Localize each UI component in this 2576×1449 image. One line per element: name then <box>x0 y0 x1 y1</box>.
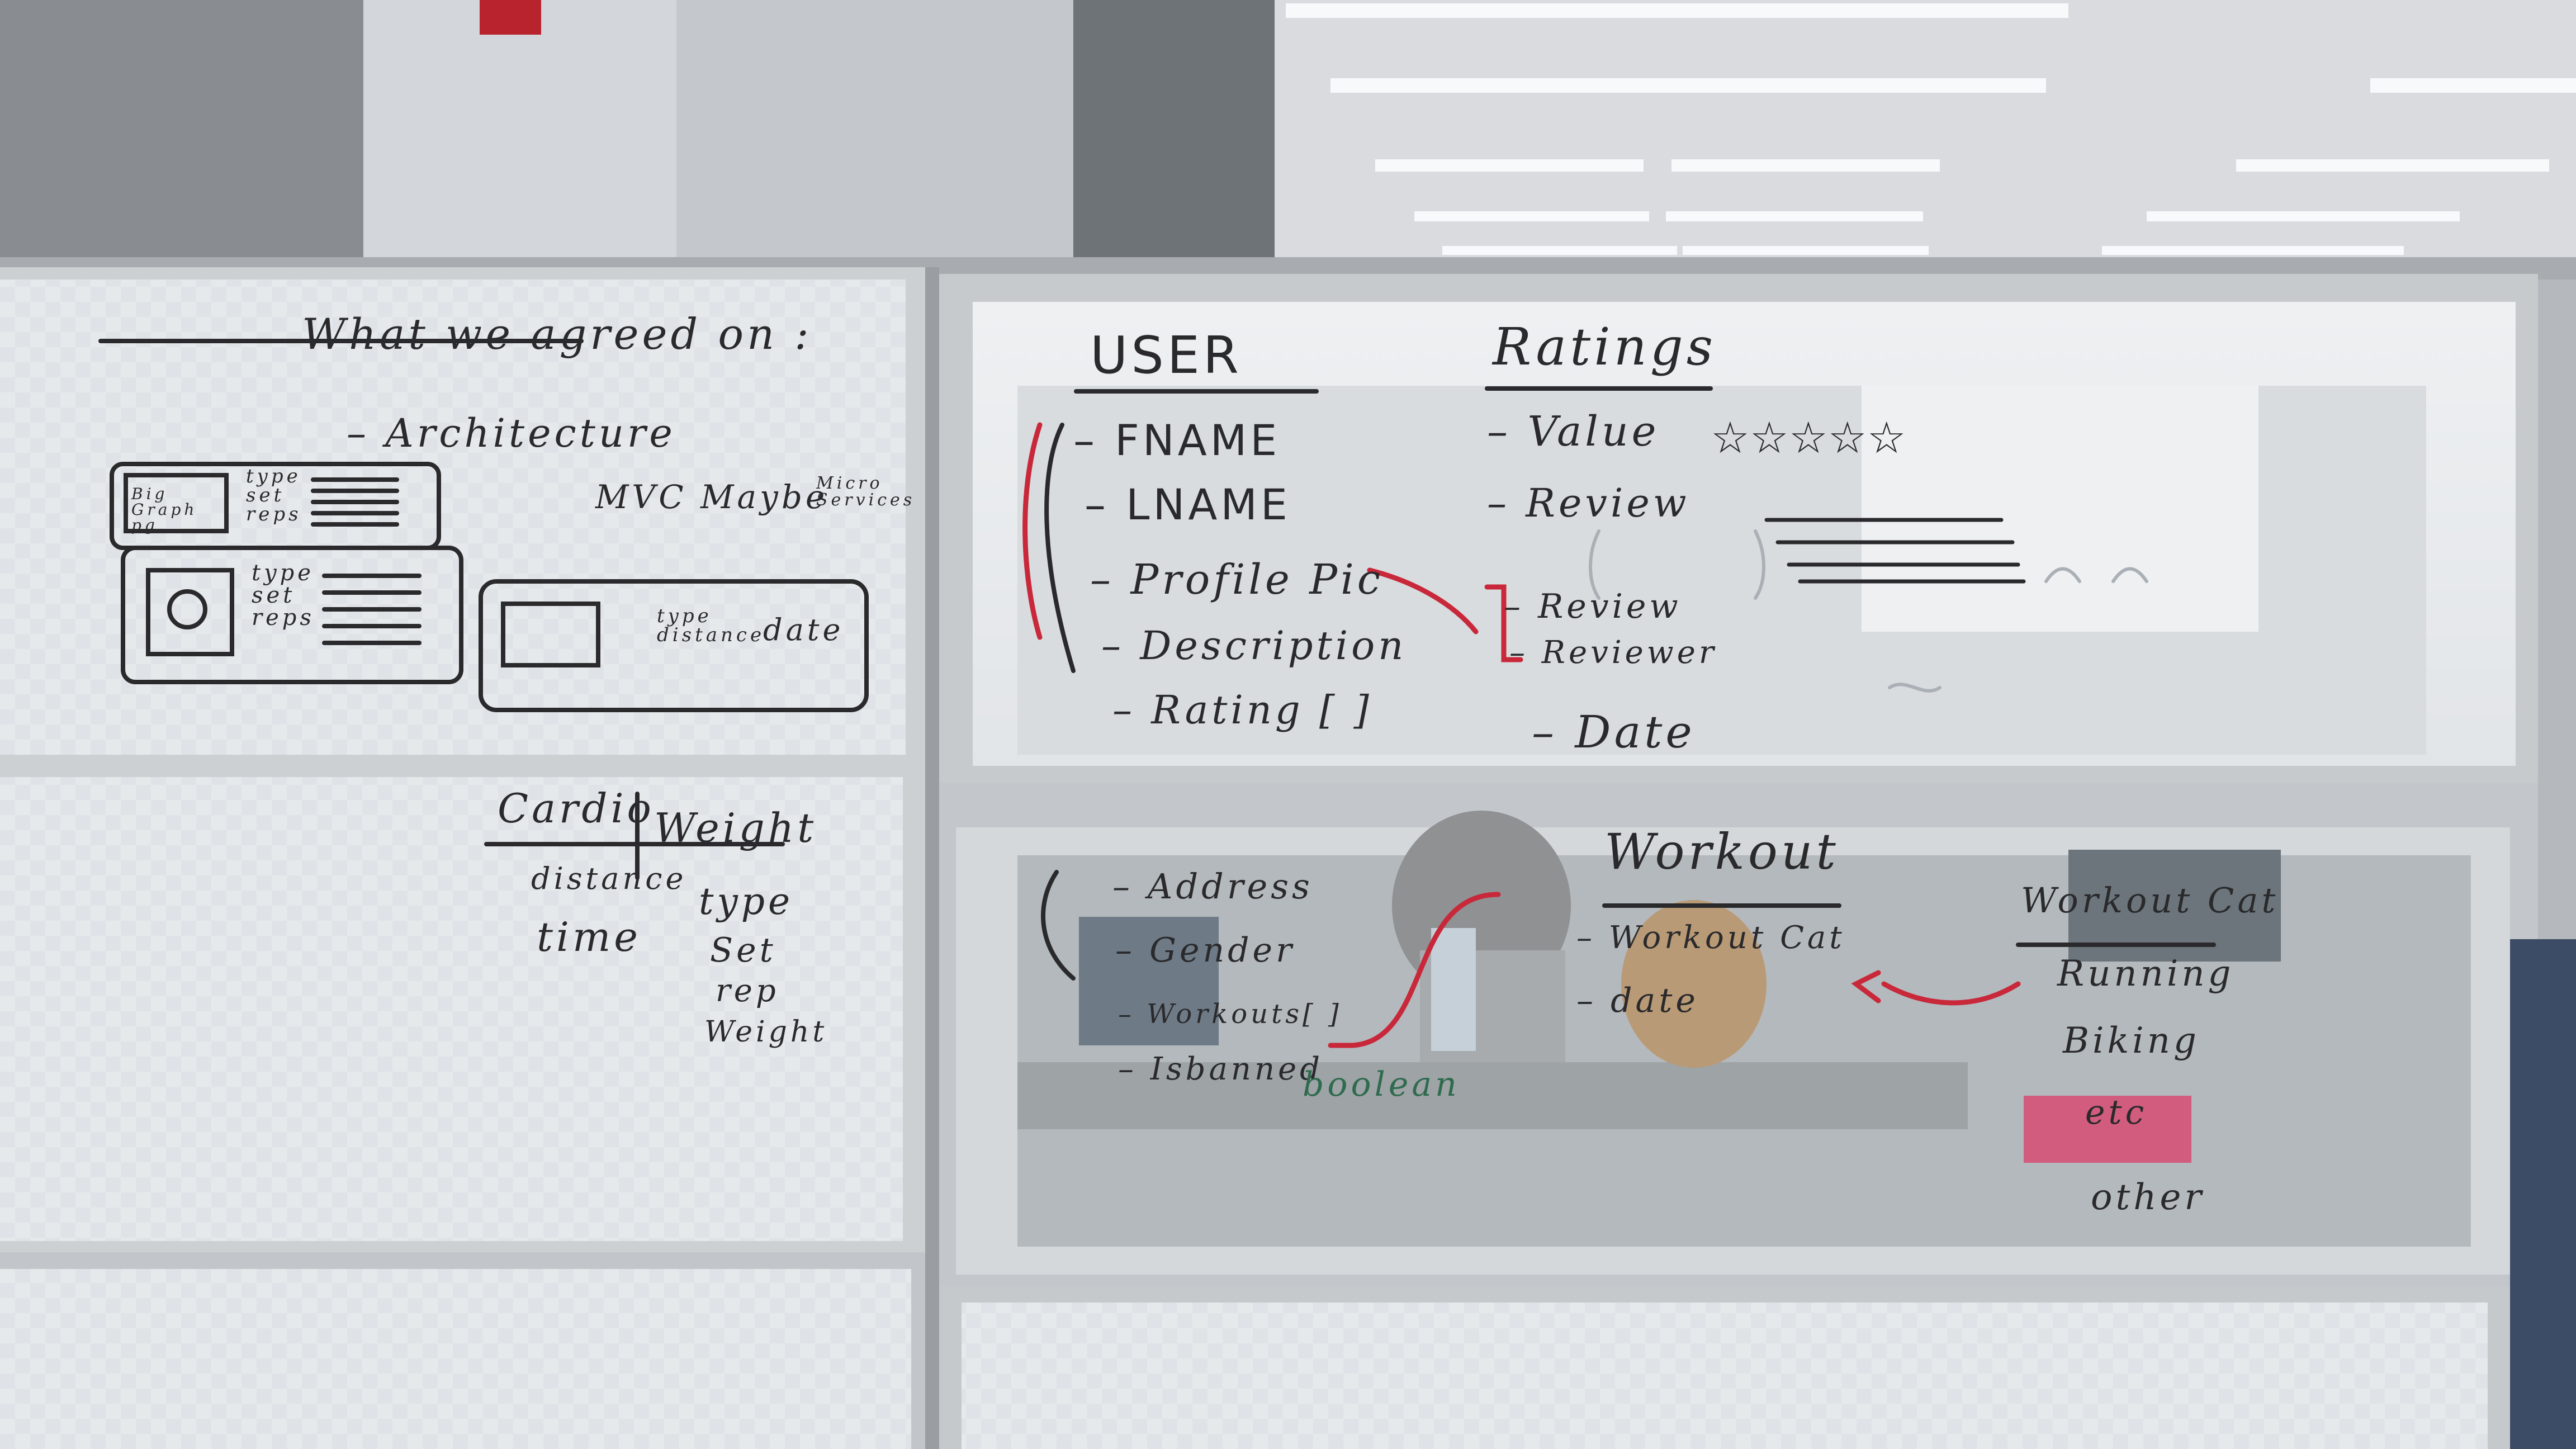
ratings-review: – Review <box>1487 480 1690 526</box>
weight-item-3: rep <box>716 973 779 1009</box>
card2-fields: type set reps <box>252 560 315 631</box>
field-workouts: – Workouts[ ] <box>1118 998 1342 1030</box>
ratings-sub-review: – Review <box>1504 587 1682 626</box>
weight-item-1: type <box>699 880 794 923</box>
weight-heading: Weight <box>654 804 817 851</box>
user-field-description: – Description <box>1101 623 1407 669</box>
user-field-rating: – Rating [ ] <box>1112 687 1372 733</box>
category-other: other <box>2091 1177 2205 1218</box>
card1-label: Big Graph pg <box>131 485 198 534</box>
card3-fields: type distance <box>657 605 765 646</box>
workout-cat-heading: Workout Cat <box>2021 880 2279 921</box>
user-field-profile-pic: – Profile Pic <box>1090 556 1384 604</box>
ratings-date: – Date <box>1532 706 1696 758</box>
weight-item-2: Set <box>710 931 776 970</box>
field-boolean: boolean <box>1303 1065 1460 1104</box>
workout-cat-field: – Workout Cat <box>1576 920 1845 956</box>
card3-date: date <box>763 612 844 647</box>
ratings-reviewer: – Reviewer <box>1509 634 1717 671</box>
user-heading: USER <box>1090 325 1242 385</box>
cardio-heading: Cardio <box>498 785 655 832</box>
user-field-lname: – LNAME <box>1085 480 1291 529</box>
left-board-heading: What we agreed on : <box>302 309 812 359</box>
architecture-text: – Architecture <box>347 410 676 456</box>
mvc-text: MVC Maybe <box>595 478 828 516</box>
user-field-fname: – FNAME <box>1073 415 1281 465</box>
ratings-stars: ☆☆☆☆☆ <box>1711 413 1906 463</box>
cardio-item-1: distance <box>531 861 687 896</box>
card1-fields: type set reps <box>246 465 302 525</box>
field-isbanned: – Isbanned <box>1118 1051 1324 1087</box>
category-biking: Biking <box>2063 1020 2200 1062</box>
weight-item-4: Weight <box>704 1015 828 1049</box>
field-gender: – Gender <box>1115 931 1295 970</box>
ratings-value: – Value <box>1487 408 1660 456</box>
category-running: Running <box>2057 953 2234 995</box>
workout-date-field: – date <box>1576 981 1699 1020</box>
ratings-heading: Ratings <box>1493 317 1716 377</box>
workout-heading: Workout <box>1604 823 1839 880</box>
cardio-item-2: time <box>537 913 641 960</box>
micro-services-text: Micro Services <box>816 473 916 510</box>
category-etc: etc <box>2085 1093 2148 1132</box>
field-address: – Address <box>1112 866 1313 907</box>
